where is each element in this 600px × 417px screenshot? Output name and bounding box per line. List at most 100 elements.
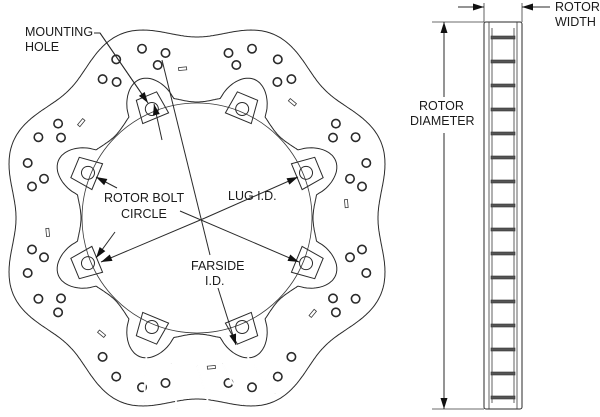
wear-indicator xyxy=(178,66,188,72)
diameter-arrow-top xyxy=(440,22,448,33)
vane xyxy=(490,203,516,208)
mounting-hole-leader-arrow2-arrowhead xyxy=(152,104,160,116)
lug-id-line-2 xyxy=(100,217,206,263)
diameter-arrow-bottom xyxy=(440,398,448,409)
drilled-hole-icon xyxy=(344,252,355,263)
vane xyxy=(490,323,516,328)
drilled-hole-icon xyxy=(55,132,66,143)
drilled-hole-icon xyxy=(38,173,49,184)
mounting-hole-icon xyxy=(144,320,159,335)
label-mounting-hole-line2: HOLE xyxy=(25,40,59,54)
farside-id-leader-arrowhead xyxy=(229,333,237,345)
mounting-tab xyxy=(290,156,324,191)
width-arrow-left xyxy=(473,3,484,11)
drilled-hole-icon xyxy=(286,351,297,362)
bolt-circle-leader-bottom-arrowhead xyxy=(96,247,106,258)
drilled-hole-icon xyxy=(55,293,66,304)
tab-outline xyxy=(70,245,104,280)
vane xyxy=(490,35,516,40)
rotor-side-view xyxy=(432,3,550,410)
label-rotor-bolt-circle-line1: ROTOR BOLT xyxy=(104,191,184,205)
label-mounting-hole-line1: MOUNTING xyxy=(25,25,93,39)
drilled-hole-icon xyxy=(272,77,283,88)
mounting-tab xyxy=(224,91,259,125)
drilled-hole-icon xyxy=(286,74,297,85)
rotor-front-view xyxy=(8,29,386,410)
vane xyxy=(490,227,516,232)
mounting-hole-leader xyxy=(94,32,147,101)
mounting-tabs xyxy=(45,66,349,370)
drilled-hole-icon xyxy=(247,43,258,54)
label-rotor-diameter-line1: ROTOR xyxy=(419,99,464,113)
lug-id-line-arrowhead xyxy=(286,177,298,185)
drilled-hole-icon xyxy=(160,47,171,58)
drilled-hole-icon xyxy=(26,181,37,192)
drilled-holes xyxy=(22,43,372,393)
tab-outline xyxy=(135,91,170,125)
drilled-hole-icon xyxy=(361,158,372,169)
vane xyxy=(490,395,516,400)
tab-outline xyxy=(135,311,170,345)
drilled-hole-icon xyxy=(272,54,283,65)
drilled-hole-icon xyxy=(356,181,367,192)
drilled-hole-icon xyxy=(33,132,44,143)
vane xyxy=(490,299,516,304)
rotor-inner-edge xyxy=(56,77,338,359)
slot-inner xyxy=(221,363,245,405)
label-farside-id-line2: I.D. xyxy=(205,274,224,288)
drilled-hole-icon xyxy=(53,307,64,318)
vane xyxy=(490,59,516,64)
mounting-hole-icon xyxy=(80,256,95,271)
drilled-hole-icon xyxy=(361,267,372,278)
drilled-hole-icon xyxy=(33,293,44,304)
drilled-hole-icon xyxy=(53,118,64,129)
drilled-hole-icon xyxy=(350,132,361,143)
drilled-hole-icon xyxy=(160,377,171,388)
label-rotor-bolt-circle-line2: CIRCLE xyxy=(121,207,167,221)
mounting-hole-icon xyxy=(235,101,250,116)
drilled-hole-icon xyxy=(38,252,49,263)
slot-inner xyxy=(143,357,148,403)
mounting-hole-icon xyxy=(80,165,95,180)
mounting-hole-leader-arrow xyxy=(99,32,149,104)
wear-indicator xyxy=(206,364,216,370)
mounting-hole-icon xyxy=(235,320,250,335)
drilled-hole-icon xyxy=(111,77,122,88)
rotor-slots xyxy=(143,356,276,410)
slot-inner xyxy=(196,365,212,410)
drilled-hole-icon xyxy=(22,158,33,169)
drilled-hole-icon xyxy=(152,59,163,70)
mounting-tab xyxy=(70,245,104,280)
label-lug-id: LUG I.D. xyxy=(228,189,277,203)
vane xyxy=(490,83,516,88)
vane xyxy=(490,131,516,136)
farside-id-line-arrowhead xyxy=(287,254,299,262)
farside-id-line xyxy=(179,210,300,263)
label-rotor-diameter: ROTOR DIAMETER xyxy=(410,99,475,128)
drilled-hole-icon xyxy=(330,307,341,318)
drilled-hole-icon xyxy=(111,54,122,65)
mounting-tab xyxy=(70,156,104,191)
drilled-hole-icon xyxy=(272,371,283,382)
slot-inner xyxy=(170,363,178,410)
tab-outline xyxy=(224,91,259,125)
tab-outline xyxy=(290,156,324,191)
mounting-tab xyxy=(224,311,259,345)
label-farside-id: FARSIDE I.D. xyxy=(191,259,248,288)
drilled-hole-icon xyxy=(330,118,341,129)
mounting-hole-icon xyxy=(299,165,314,180)
label-rotor-bolt-circle: ROTOR BOLT CIRCLE xyxy=(104,191,187,221)
drilled-hole-icon xyxy=(22,267,33,278)
wear-indicator xyxy=(96,329,107,339)
lug-id-line xyxy=(204,176,299,219)
label-lug-id-line1: LUG I.D. xyxy=(228,189,277,203)
drilled-hole-icon xyxy=(111,371,122,382)
wear-indicator xyxy=(76,117,86,128)
vane xyxy=(490,251,516,256)
label-rotor-width-line1: ROTOR xyxy=(555,0,600,14)
label-rotor-width-line2: WIDTH xyxy=(555,15,596,29)
vane xyxy=(490,155,516,160)
farside-center-line xyxy=(161,59,211,256)
drilled-hole-icon xyxy=(350,293,361,304)
